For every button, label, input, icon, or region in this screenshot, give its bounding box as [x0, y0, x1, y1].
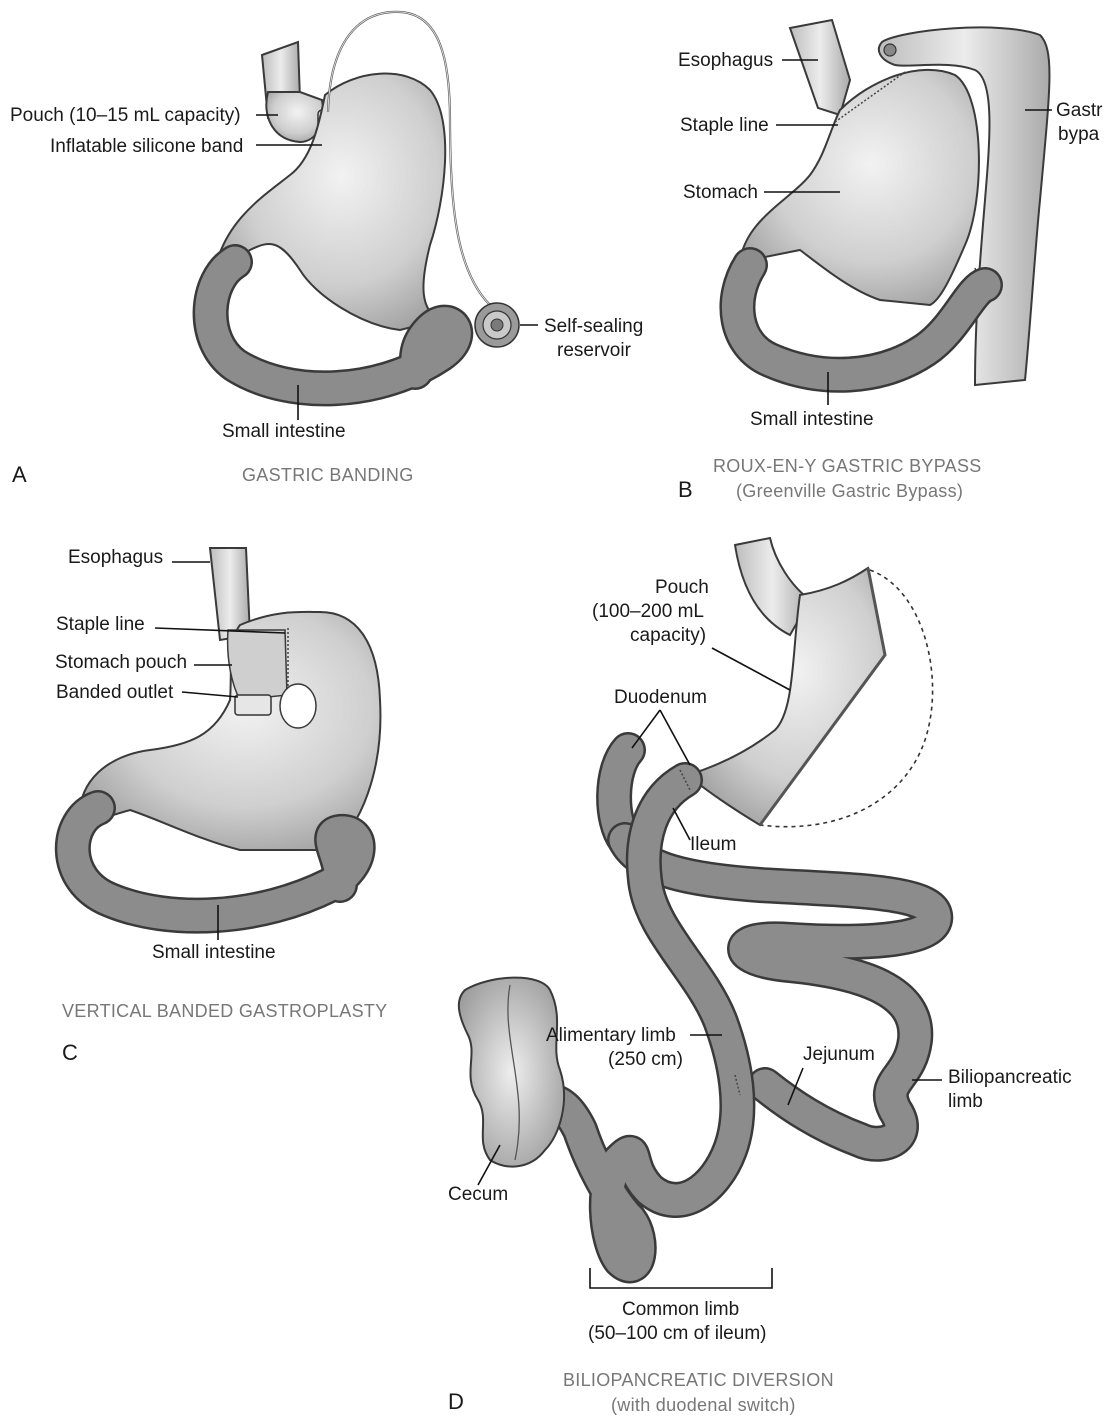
label-stomach: Stomach: [683, 182, 758, 203]
panel-d: Pouch (100–200 mL capacity) Duodenum Ile…: [448, 538, 1072, 1415]
label-pouch-1: Pouch: [655, 577, 709, 598]
stomach-shape: [215, 74, 445, 330]
label-jejunum: Jejunum: [803, 1044, 875, 1065]
label-stomach-pouch: Stomach pouch: [55, 652, 187, 673]
label-small-intestine: Small intestine: [750, 409, 874, 430]
panel-a: Pouch (10–15 mL capacity) Inflatable sil…: [10, 12, 643, 487]
label-band: Inflatable silicone band: [50, 136, 243, 157]
label-alimentary-1: Alimentary limb: [546, 1025, 676, 1046]
caption-c: VERTICAL BANDED GASTROPLASTY: [62, 1001, 387, 1021]
label-gastric-bypass-2: bypa: [1058, 124, 1100, 145]
label-esophagus: Esophagus: [68, 547, 163, 568]
label-small-intestine: Small intestine: [222, 421, 346, 442]
label-pouch: Pouch (10–15 mL capacity): [10, 105, 241, 126]
caption-b-1: ROUX-EN-Y GASTRIC BYPASS: [713, 456, 982, 476]
label-common-limb-1: Common limb: [622, 1299, 739, 1320]
label-common-limb-2: (50–100 cm of ileum): [588, 1323, 766, 1344]
panel-letter-a: A: [12, 462, 27, 487]
panel-letter-c: C: [62, 1040, 78, 1065]
label-reservoir-2: reservoir: [557, 340, 632, 361]
caption-d-2: (with duodenal switch): [611, 1395, 796, 1415]
esophagus-shape: [790, 20, 850, 115]
label-banded-outlet: Banded outlet: [56, 682, 174, 703]
label-esophagus: Esophagus: [678, 50, 773, 71]
label-duodenum: Duodenum: [614, 687, 707, 708]
panel-letter-b: B: [678, 477, 693, 502]
label-staple-line: Staple line: [680, 115, 769, 136]
label-cecum: Cecum: [448, 1184, 508, 1205]
cecum-shape: [459, 978, 564, 1167]
label-staple-line: Staple line: [56, 614, 145, 635]
label-biliopancreatic-1: Biliopancreatic: [948, 1067, 1072, 1088]
reservoir-port: [475, 303, 519, 347]
banded-outlet-shape: [235, 695, 271, 715]
panel-letter-d: D: [448, 1389, 464, 1414]
label-alimentary-2: (250 cm): [608, 1049, 683, 1070]
label-gastric-bypass-1: Gastr: [1056, 100, 1103, 121]
caption-b-2: (Greenville Gastric Bypass): [736, 481, 963, 501]
label-reservoir-1: Self-sealing: [544, 316, 643, 337]
label-pouch-2: (100–200 mL: [592, 601, 704, 622]
panel-b: Esophagus Staple line Stomach Gastr bypa…: [678, 20, 1103, 502]
stomach-pouch-shape: [228, 630, 287, 700]
caption-d-1: BILIOPANCREATIC DIVERSION: [563, 1370, 834, 1390]
panel-c: Esophagus Staple line Stomach pouch Band…: [55, 547, 387, 1065]
label-pouch-3: capacity): [630, 625, 706, 646]
caption-a: GASTRIC BANDING: [242, 465, 414, 485]
label-small-intestine: Small intestine: [152, 942, 276, 963]
label-ileum: Ileum: [690, 834, 736, 855]
outlet-window: [280, 684, 316, 728]
label-biliopancreatic-2: limb: [948, 1091, 983, 1112]
